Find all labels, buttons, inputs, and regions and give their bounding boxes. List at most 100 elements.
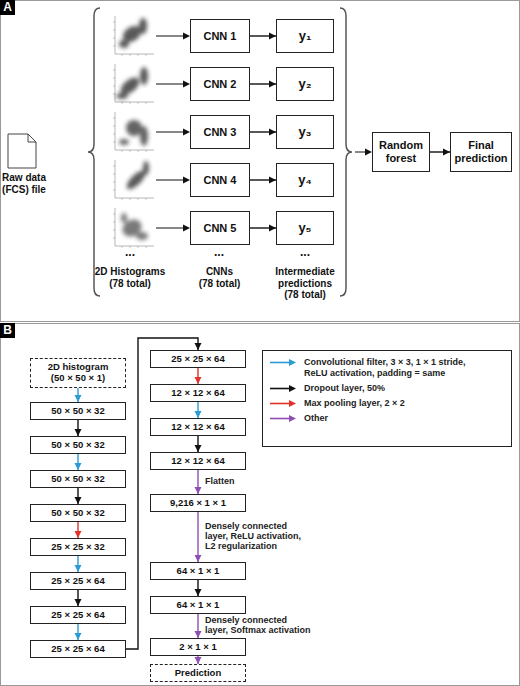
output-box: Prediction	[150, 664, 246, 682]
connector-arrow	[195, 614, 202, 638]
connector-arrow	[195, 656, 202, 664]
legend-row: Max pooling layer, 2 × 2	[268, 398, 508, 409]
connector-arrow	[75, 488, 82, 504]
layer-box: 25 × 25 × 64	[30, 640, 126, 658]
box-text: 25 × 25 × 32	[51, 542, 104, 553]
ellipsis: ...	[199, 246, 239, 260]
layer-box: 12 × 12 × 64	[150, 418, 246, 436]
legend-arrow	[268, 398, 298, 409]
box-text: 12 × 12 × 64	[171, 456, 224, 467]
layer-box: 25 × 25 × 64	[30, 572, 126, 590]
arrowhead	[75, 531, 82, 538]
layer-box: 2 × 1 × 1	[150, 638, 246, 656]
ellipsis: ...	[285, 246, 325, 260]
connector-line	[77, 624, 78, 640]
connector-line	[197, 580, 198, 596]
prediction-box: y₃	[276, 115, 334, 149]
panel-letter: B	[0, 323, 15, 338]
layer-box: 25 × 25 × 64	[30, 606, 126, 624]
model-box: Random forest	[372, 132, 430, 172]
legend-row: Convolutional filter, 3 × 3, 1 × 1 strid…	[268, 357, 508, 379]
layer-box: 50 × 50 × 32	[30, 504, 126, 522]
prediction-box: y₁	[276, 19, 334, 53]
connector-line	[77, 420, 78, 436]
connector-arrow	[75, 590, 82, 606]
box-text: 64 × 1 × 1	[177, 566, 220, 577]
box-text: 9,216 × 1 × 1	[170, 498, 226, 509]
connector-line	[197, 656, 198, 664]
box-text: CNN 1	[203, 30, 236, 43]
arrowhead	[269, 177, 276, 184]
cnn-box: CNN 2	[190, 67, 250, 101]
connector-arrow	[250, 129, 276, 136]
edge-label: Flatten	[205, 477, 315, 487]
arrowhead	[195, 377, 202, 384]
arrowhead	[75, 599, 82, 606]
arrowhead	[75, 497, 82, 504]
prediction-box: y₂	[276, 67, 334, 101]
connector-line	[250, 179, 276, 180]
column-label: Intermediate predictions (78 total)	[273, 266, 337, 301]
box-text: 2 × 1 × 1	[179, 642, 217, 653]
legend-line	[270, 417, 290, 419]
box-text: 50 × 50 × 32	[51, 440, 104, 451]
legend-row: Dropout layer, 50%	[268, 383, 508, 394]
arrowhead	[75, 633, 82, 640]
histogram-image	[113, 112, 154, 152]
legend-text: Max pooling layer, 2 × 2	[304, 398, 482, 409]
box-text: 12 × 12 × 64	[171, 422, 224, 433]
box-text: CNN 4	[203, 174, 236, 187]
box-text: CNN 2	[203, 78, 236, 91]
box-text: 50 × 50 × 32	[51, 508, 104, 519]
box-text: y₄	[298, 173, 311, 188]
prediction-box: y₄	[276, 163, 334, 197]
box-text: CNN 5	[203, 222, 236, 235]
connector-arrow	[195, 580, 202, 596]
box-text: Random forest	[375, 139, 427, 164]
connector-arrow	[75, 522, 82, 538]
file-icon	[8, 134, 36, 168]
box-text: CNN 3	[203, 126, 236, 139]
layer-box: 64 × 1 × 1	[150, 596, 246, 614]
legend-arrow	[268, 413, 298, 424]
connector-arrow	[75, 624, 82, 640]
cnn-box: CNN 5	[190, 211, 250, 245]
connector-arrow	[195, 368, 202, 384]
layer-box: 25 × 25 × 64	[150, 350, 246, 368]
legend-text: Other	[304, 413, 482, 424]
arrowhead	[195, 657, 202, 664]
connector-arrow	[250, 225, 276, 232]
column-label: CNNs (78 total)	[198, 266, 241, 289]
legend-line	[270, 387, 290, 389]
layer-box: 50 × 50 × 32	[30, 436, 126, 454]
arrowhead	[269, 33, 276, 40]
connector-arrow	[250, 177, 276, 184]
legend: Convolutional filter, 3 × 3, 1 × 1 strid…	[268, 357, 508, 428]
box-text: 12 × 12 × 64	[171, 388, 224, 399]
connector-arrow	[126, 338, 202, 649]
box-text: 64 × 1 × 1	[177, 600, 220, 611]
legend-arrowhead	[289, 415, 296, 422]
legend-arrowhead	[289, 359, 296, 366]
connector-arrow	[195, 402, 202, 418]
arrowhead	[75, 429, 82, 436]
box-text: 2D histogram (50 × 50 × 1)	[42, 362, 114, 384]
panel-border	[1, 324, 520, 686]
layer-box: 9,216 × 1 × 1	[150, 494, 246, 512]
connector-arrow	[250, 81, 276, 88]
legend-text: Dropout layer, 50%	[304, 383, 482, 394]
histogram-image	[113, 160, 154, 200]
connector-line	[77, 454, 78, 470]
layer-box: 12 × 12 × 64	[150, 384, 246, 402]
box-text: 50 × 50 × 32	[51, 474, 104, 485]
connector-arrow	[195, 436, 202, 452]
cnn-box: CNN 3	[190, 115, 250, 149]
prediction-box: y₅	[276, 211, 334, 245]
curly-brace	[340, 8, 352, 296]
connector-line	[126, 338, 198, 649]
connector-line	[197, 436, 198, 452]
connector-line	[197, 614, 198, 638]
arrowhead	[269, 81, 276, 88]
legend-arrow	[268, 383, 298, 394]
output-box: Final prediction	[450, 132, 512, 172]
